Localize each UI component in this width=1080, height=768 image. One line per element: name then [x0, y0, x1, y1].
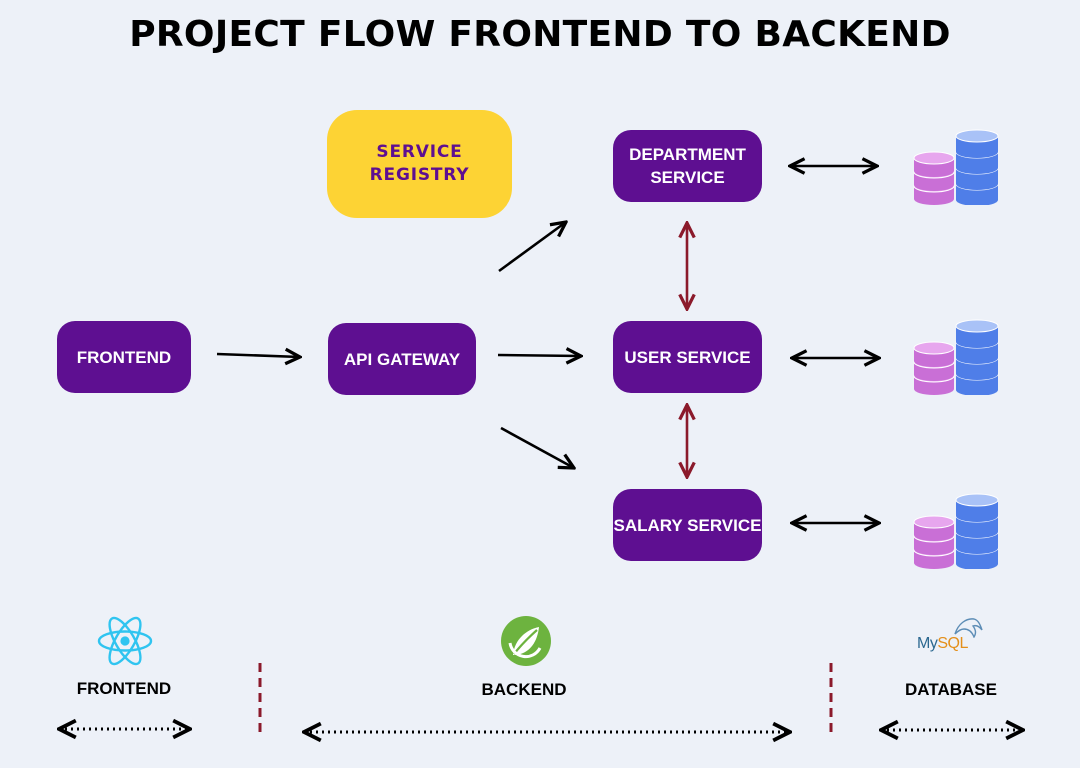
database-stack-icon: [913, 129, 999, 205]
api-gateway-node: API GATEWAY: [328, 323, 476, 395]
mysql-logo: MySQL: [914, 616, 990, 656]
database-stack-icon: [913, 493, 999, 569]
arrow-gateway-to-department: [498, 222, 566, 273]
arrow-gateway-to-user: [497, 355, 581, 356]
arrow-frontend-to-gateway: [216, 354, 300, 357]
database-stack-icon: [913, 319, 999, 395]
legend-backend-label: BACKEND: [481, 680, 567, 699]
spring-logo: [501, 616, 551, 666]
dolphin-icon: [954, 618, 983, 638]
legend-database-label: DATABASE: [905, 680, 997, 699]
frontend-node: FRONTEND: [57, 321, 191, 393]
salary-service-node: SALARY SERVICE: [613, 489, 762, 561]
user-service-node: USER SERVICE: [613, 321, 762, 393]
diagram-title: PROJECT FLOW FRONTEND TO BACKEND: [129, 14, 951, 55]
service-registry-node: SERVICE REGISTRY: [327, 110, 512, 218]
react-logo: [97, 616, 153, 666]
legend-frontend-label: FRONTEND: [76, 679, 172, 698]
mysql-logo-text: MySQL: [917, 635, 968, 652]
arrow-gateway-to-salary: [500, 426, 574, 468]
department-service-node: DEPARTMENT SERVICE: [613, 130, 762, 202]
